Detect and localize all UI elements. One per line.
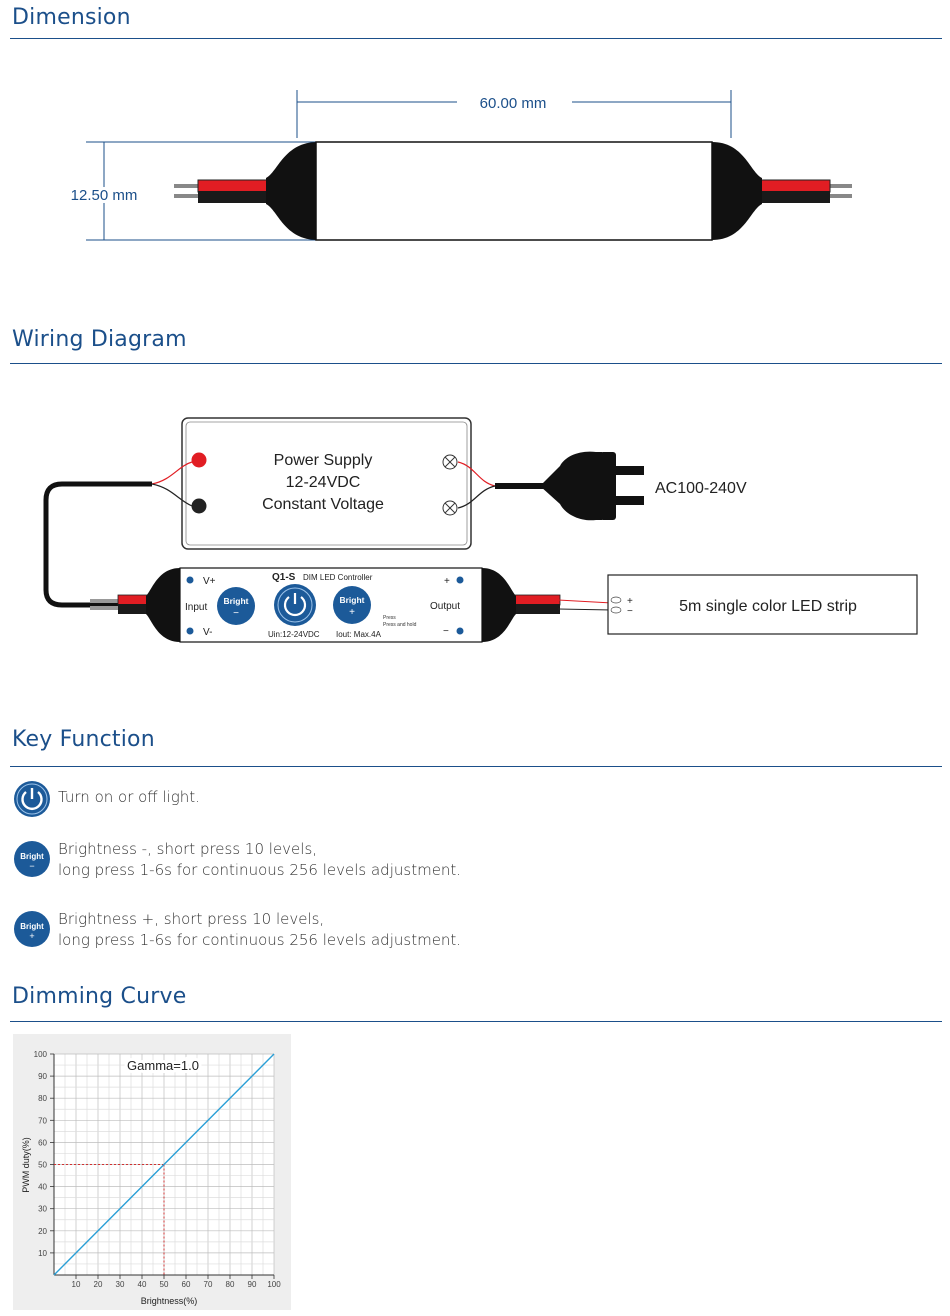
- strip-plus: +: [627, 596, 633, 607]
- key-bright-plus-text: Brightness +, short press 10 levels, lon…: [58, 909, 461, 951]
- wiring-diagram: Power Supply 12-24VDC Constant Voltage A…: [43, 417, 918, 643]
- y-tick-label: 60: [38, 1138, 47, 1147]
- y-tick-label: 90: [38, 1072, 47, 1081]
- chart-ylabel: PWM duty(%): [21, 1137, 31, 1193]
- section-rule: [10, 38, 942, 39]
- ctrl-vminus: V-: [203, 627, 212, 638]
- power-supply-box: Power Supply 12-24VDC Constant Voltage: [181, 417, 472, 550]
- key-power-row: Turn on or off light.: [12, 779, 200, 819]
- ctrl-plus: +: [444, 576, 450, 587]
- y-tick-label: 70: [38, 1116, 47, 1125]
- section-rule: [10, 363, 942, 364]
- ctrl-press-hold: Press and hold: [383, 622, 417, 628]
- key-bright-minus-line2: long press 1-6s for continuous 256 level…: [58, 861, 462, 879]
- key-bright-plus-line1: Brightness +, short press 10 levels,: [58, 910, 325, 928]
- y-tick-label: 20: [38, 1227, 47, 1236]
- key-bright-minus-row: Bright − Brightness -, short press 10 le…: [12, 839, 461, 881]
- x-tick-label: 40: [138, 1280, 147, 1289]
- ctrl-type: DIM LED Controller: [303, 573, 373, 582]
- y-tick-label: 40: [38, 1183, 47, 1192]
- key-bright-minus-text: Brightness -, short press 10 levels, lon…: [58, 839, 461, 881]
- psu-line-2: 12-24VDC: [286, 474, 361, 491]
- y-tick-label: 10: [38, 1249, 47, 1258]
- x-tick-label: 60: [182, 1280, 191, 1289]
- ctrl-uin: Uin:12-24VDC: [268, 630, 320, 639]
- psu-line-3: Constant Voltage: [262, 496, 384, 513]
- x-tick-label: 20: [94, 1280, 103, 1289]
- x-tick-label: 10: [72, 1280, 81, 1289]
- key-power-text: Turn on or off light.: [58, 788, 200, 806]
- ctrl-bright-plus-button: Bright +: [333, 586, 371, 624]
- key-bright-plus-line2: long press 1-6s for continuous 256 level…: [58, 931, 462, 949]
- led-strip: [607, 574, 918, 635]
- height-label: 12.50 mm: [71, 187, 138, 204]
- bright-minus-icon: Bright −: [14, 841, 50, 877]
- bright-plus-icon: Bright +: [14, 911, 50, 947]
- ctrl-bright-minus-sign: −: [233, 608, 239, 619]
- psu-line-1: Power Supply: [274, 452, 373, 469]
- y-tick-label: 80: [38, 1094, 47, 1103]
- y-tick-label: 30: [38, 1205, 47, 1214]
- chart-ticks: 10 20 30 40 50 60 70 80 90 100 10 20 30 40 50 60 70 80 90 1…: [34, 1050, 282, 1289]
- dimming-curve-chart: 10 20 30 40 50 60 70 80 90 100 10 20 30 40 50 60 70 80 90 1…: [13, 1034, 291, 1310]
- chart-annotation: Gamma=1.0: [127, 1058, 199, 1073]
- ac-plug: [457, 451, 644, 521]
- right-wires: [759, 179, 852, 203]
- section-title-key-function: Key Function: [12, 727, 155, 752]
- ctrl-output: Output: [430, 601, 460, 612]
- x-tick-label: 50: [160, 1280, 169, 1289]
- controller-body: [266, 141, 762, 241]
- section-rule: [10, 1021, 942, 1022]
- controller: [90, 567, 613, 643]
- ac-label: AC100-240V: [655, 480, 747, 497]
- ctrl-power-button: [274, 584, 316, 626]
- strip-minus: −: [627, 606, 633, 617]
- ctrl-minus: −: [443, 626, 449, 637]
- section-title-dimming: Dimming Curve: [12, 984, 187, 1009]
- strip-label: 5m single color LED strip: [679, 598, 857, 615]
- ctrl-input: Input: [185, 602, 207, 613]
- chart-xlabel: Brightness(%): [141, 1296, 198, 1306]
- length-label: 60.00 mm: [480, 95, 547, 112]
- y-tick-label: 100: [34, 1050, 48, 1059]
- left-wires: [174, 179, 269, 203]
- power-icon: [14, 781, 50, 817]
- ctrl-bright-plus-text: Bright: [339, 595, 364, 605]
- bright-minus-icon-label: Bright: [20, 852, 44, 861]
- section-rule: [10, 766, 942, 767]
- series-line: [53, 1053, 275, 1276]
- x-tick-label: 30: [116, 1280, 125, 1289]
- psu-output-wires: [43, 461, 193, 608]
- bright-plus-icon-label: Bright: [20, 922, 44, 931]
- ctrl-iout: Iout: Max.4A: [336, 630, 382, 639]
- length-dimension-line: [296, 90, 732, 138]
- section-title-wiring: Wiring Diagram: [12, 327, 187, 352]
- key-bright-plus-row: Bright + Brightness +, short press 10 le…: [12, 909, 461, 951]
- x-tick-label: 90: [248, 1280, 257, 1289]
- chart-series: [53, 1053, 275, 1276]
- height-dimension-line: [86, 141, 318, 241]
- ctrl-model: Q1-S: [272, 572, 296, 583]
- x-tick-label: 80: [226, 1280, 235, 1289]
- section-title-dimension: Dimension: [12, 5, 131, 30]
- dimension-drawing: 60.00 mm 12.50 mm: [68, 90, 852, 241]
- ctrl-bright-minus-text: Bright: [223, 596, 248, 606]
- key-bright-minus-line1: Brightness -, short press 10 levels,: [58, 840, 318, 858]
- x-tick-label: 70: [204, 1280, 213, 1289]
- ctrl-press: Press: [383, 615, 396, 621]
- bright-minus-icon-sign: −: [29, 861, 34, 871]
- bright-plus-icon-sign: +: [29, 931, 34, 941]
- y-tick-label: 50: [38, 1161, 47, 1170]
- ctrl-bright-minus-button: Bright −: [217, 587, 255, 625]
- ctrl-bright-plus-sign: +: [349, 607, 355, 618]
- ctrl-vplus: V+: [203, 576, 216, 587]
- x-tick-label: 100: [267, 1280, 281, 1289]
